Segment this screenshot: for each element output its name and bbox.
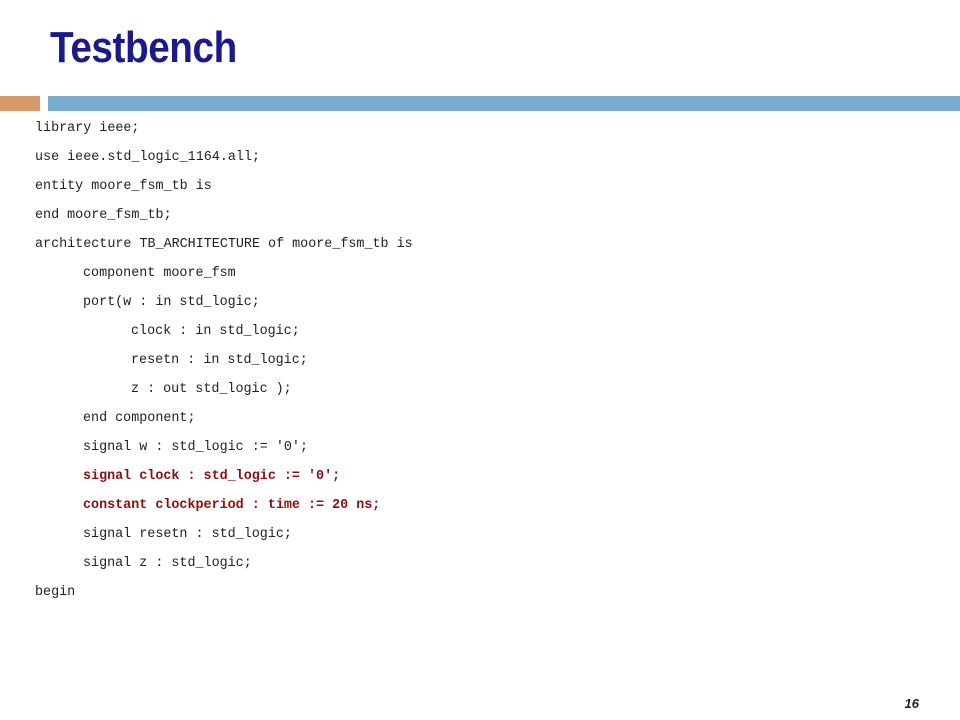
code-line-highlighted: signal clock : std_logic := '0';: [83, 469, 341, 484]
code-line: end component;: [83, 411, 196, 426]
code-line: clock : in std_logic;: [131, 324, 300, 339]
code-line-highlighted: constant clockperiod : time := 20 ns;: [83, 498, 381, 513]
code-line: use ieee.std_logic_1164.all;: [35, 150, 260, 165]
code-line: architecture TB_ARCHITECTURE of moore_fs…: [35, 237, 413, 252]
code-line: signal z : std_logic;: [83, 556, 252, 571]
code-line: port(w : in std_logic;: [83, 295, 260, 310]
code-line: z : out std_logic );: [131, 382, 292, 397]
code-line: signal w : std_logic := '0';: [83, 440, 308, 455]
code-line: component moore_fsm: [83, 266, 236, 281]
code-line: end moore_fsm_tb;: [35, 208, 172, 223]
title-underline-bar: [48, 96, 960, 111]
code-line: resetn : in std_logic;: [131, 353, 308, 368]
title-accent-bar: [0, 96, 40, 111]
slide-title: Testbench: [50, 23, 237, 72]
page-number: 16: [904, 696, 919, 711]
code-line: entity moore_fsm_tb is: [35, 179, 212, 194]
code-listing: library ieee; use ieee.std_logic_1164.al…: [35, 118, 413, 611]
code-line: signal resetn : std_logic;: [83, 527, 292, 542]
code-line: library ieee;: [35, 121, 140, 136]
code-line: begin: [35, 585, 76, 600]
